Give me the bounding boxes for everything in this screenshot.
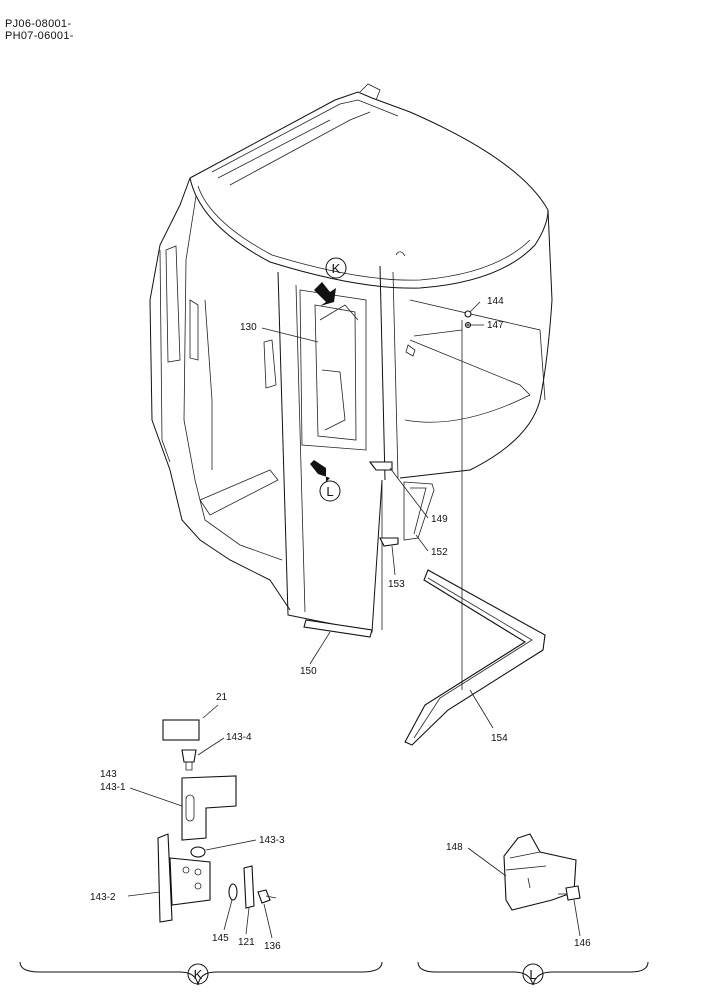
detail-view-k: K [19,704,383,986]
part-21-shape [162,719,200,741]
label-146: 146 [574,938,591,949]
view-l-letter: L [326,484,333,499]
view-l-detail-letter: L [529,967,536,982]
label-130: 130 [240,322,257,333]
label-144: 144 [487,296,504,307]
label-121: 121 [238,937,255,948]
view-k-detail-marker [187,963,209,985]
label-145: 145 [212,933,229,944]
part-labels: 130 144 147 149 152 153 150 154 21 143-4… [90,296,591,952]
label-154: 154 [491,733,508,744]
part-143-1-shape [181,775,237,841]
label-152: 152 [431,547,448,558]
view-k-bracket [19,961,383,986]
part-149-shape [368,461,393,471]
part-136-shape [257,889,271,904]
label-143: 143 [100,769,117,780]
label-148: 148 [446,842,463,853]
label-21: 21 [216,692,228,703]
label-150: 150 [300,666,317,677]
view-k-detail-letter: K [194,967,203,982]
drawing-code-2: PH07-06001- [5,30,74,42]
cab-frame [149,83,553,633]
label-136: 136 [264,941,281,952]
label-143-4: 143-4 [226,732,252,743]
drawing-code-1: PJ06-08001- [5,18,72,30]
part-143-2-shape [157,833,173,923]
part-145-shape [228,883,238,901]
label-143-1: 143-1 [100,782,126,793]
view-l-arrow [310,460,330,482]
part-150-shape [303,619,373,638]
view-k-arrow [314,282,336,306]
part-148-shape [503,833,577,911]
leader-lines [261,301,494,729]
label-149: 149 [431,514,448,525]
view-k-marker [325,257,347,279]
part-121-shape [243,865,255,909]
part-144-shape [464,310,472,318]
part-152-shape [403,481,435,541]
part-143-3-shape [190,846,206,858]
label-153: 153 [388,579,405,590]
part-153-shape [379,537,399,547]
part-143-4-shape [181,749,197,763]
part-146-shape [565,885,581,901]
label-143-2: 143-2 [90,892,116,903]
view-l-detail-marker [522,963,544,985]
view-l-marker [319,480,341,502]
view-l-bracket [417,961,649,986]
label-143-3: 143-3 [259,835,285,846]
part-154-shape [404,569,546,746]
detail-view-l: L [417,833,649,986]
view-k-letter: K [332,261,341,276]
label-147: 147 [487,320,504,331]
part-147-shape [464,321,472,329]
